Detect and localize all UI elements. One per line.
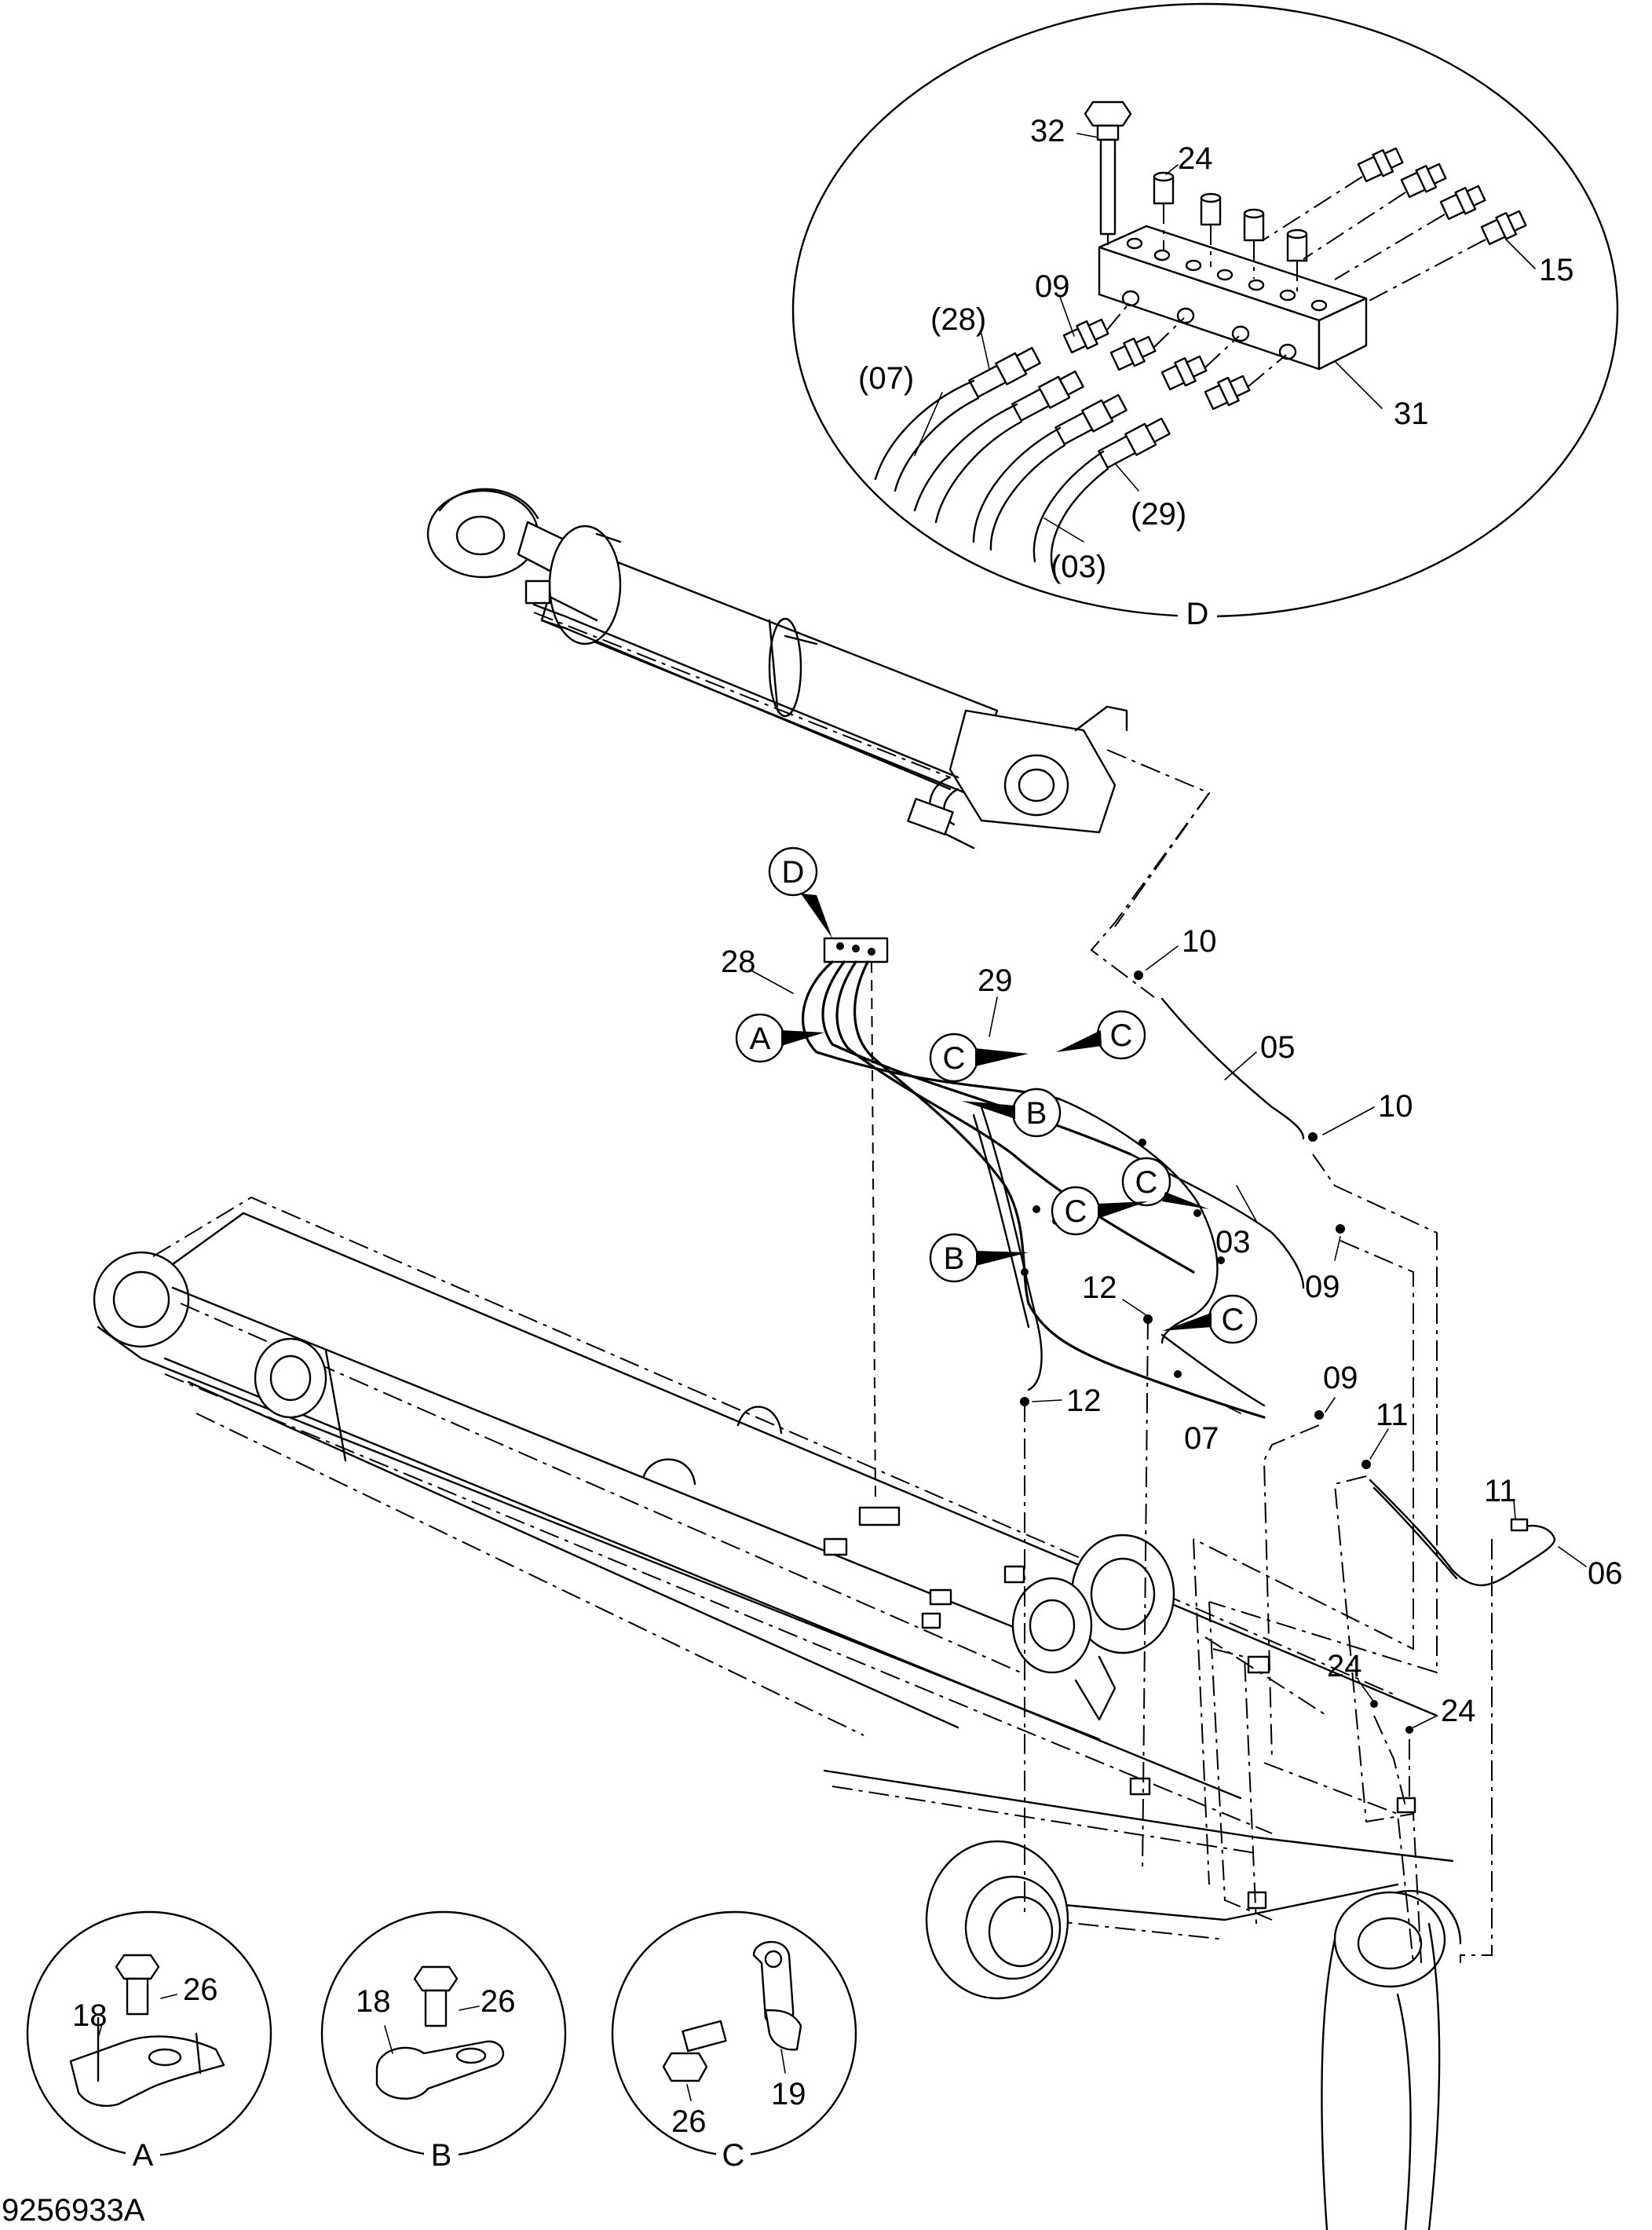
detail-c-letter: C	[722, 2138, 745, 2173]
adapters-15	[1263, 147, 1527, 303]
label-29: 29	[978, 963, 1013, 998]
label-09: 09	[1035, 269, 1070, 304]
label-10-b: 10	[1378, 1089, 1413, 1124]
callout-a: A	[750, 1022, 771, 1056]
label-06: 06	[1588, 1556, 1623, 1591]
detail-b-letter: B	[431, 2138, 452, 2173]
arm-cylinder	[426, 488, 1211, 927]
label-29-ref: (29)	[1131, 497, 1186, 532]
assembly-labels: 28 29 10 05 10 03 09 12 12 09 07 11 11 0…	[721, 924, 1623, 1728]
label-09-a: 09	[1305, 1270, 1340, 1304]
callout-c-3: C	[1135, 1165, 1158, 1200]
detail-a-label-26: 26	[183, 1972, 218, 2007]
detail-a-label-18: 18	[72, 1998, 108, 2033]
label-28-ref: (28)	[930, 302, 986, 337]
boom-frame	[93, 1196, 1462, 2230]
detail-d-letter: D	[1186, 597, 1209, 631]
label-32: 32	[1030, 114, 1065, 148]
detail-b-label-18: 18	[356, 1984, 391, 2019]
detail-d-view: 32 24 15 09 (28) (07) 31 (29) (03) D	[791, 2, 1619, 634]
label-03: 03	[1215, 1225, 1251, 1259]
detail-b-label-26: 26	[481, 1984, 516, 2019]
label-31: 31	[1394, 397, 1429, 431]
callout-b-1: B	[1026, 1096, 1047, 1131]
callouts: D A C C B C C B C	[735, 846, 1258, 1344]
label-05: 05	[1260, 1030, 1296, 1065]
detail-c-label-26: 26	[671, 2104, 707, 2139]
detail-c-view: 26 19 C	[611, 1910, 857, 2174]
label-11-a: 11	[1376, 1398, 1409, 1432]
manifold-block-31	[1098, 225, 1368, 371]
label-28: 28	[721, 945, 756, 979]
adapters-09	[1062, 301, 1287, 411]
callout-b-2: B	[944, 1241, 965, 1276]
drawing-number: 9256933A	[2, 2193, 145, 2228]
label-24-b: 24	[1441, 1694, 1476, 1728]
detail-b-view: 26 18 B	[320, 1910, 567, 2174]
label-15: 15	[1539, 253, 1574, 287]
plugs-24	[1153, 171, 1308, 292]
bolt-32	[1084, 101, 1132, 245]
callout-c-2: C	[1110, 1018, 1133, 1053]
label-12-b: 12	[1066, 1384, 1102, 1418]
label-11-b: 11	[1484, 1474, 1517, 1508]
label-10-a: 10	[1182, 924, 1217, 959]
label-03-ref: (03)	[1051, 550, 1106, 584]
callout-c-5: C	[1222, 1303, 1244, 1337]
callout-c-4: C	[1065, 1194, 1087, 1229]
hose-assembly	[801, 792, 1556, 1964]
label-09-b: 09	[1323, 1361, 1358, 1395]
detail-a-view: 26 18 A	[26, 1910, 272, 2174]
label-24-a: 24	[1327, 1649, 1362, 1683]
detail-a-letter: A	[133, 2138, 154, 2173]
callout-c-1: C	[943, 1041, 966, 1076]
label-12-a: 12	[1082, 1270, 1117, 1305]
detail-c-label-19: 19	[771, 2077, 806, 2111]
callout-d: D	[782, 855, 805, 890]
hose-fittings	[874, 346, 1171, 575]
label-07: 07	[1184, 1421, 1219, 1456]
label-07-ref: (07)	[858, 361, 914, 396]
label-24: 24	[1178, 141, 1213, 176]
